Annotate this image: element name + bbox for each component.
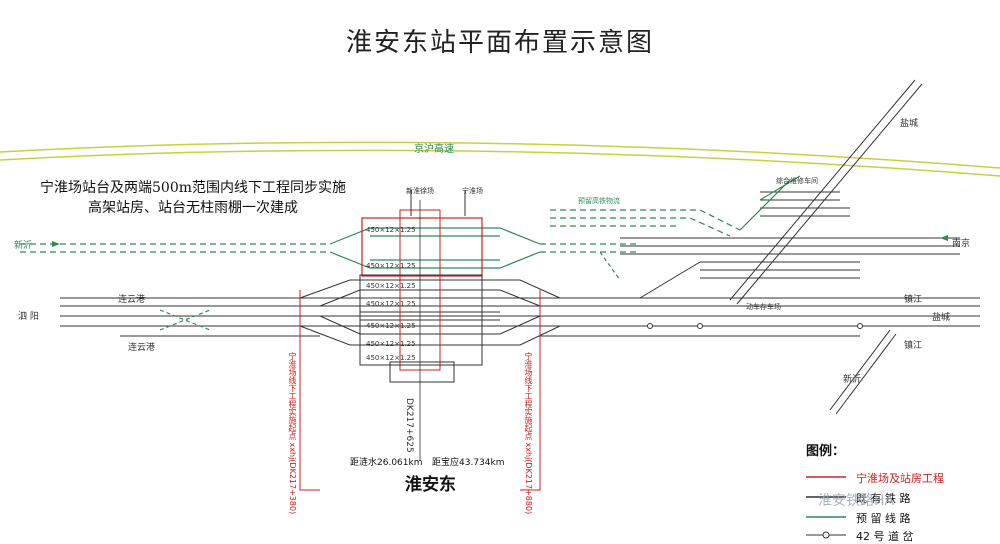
platform-label: 450×12×1.25 bbox=[366, 282, 416, 290]
left-boundary-label: 宁淮场线下工程实施起点 xxhj(DK217+380) bbox=[288, 352, 297, 515]
right-boundary-label: 宁淮场线下工程实施起点 xxhj(DK217+880) bbox=[524, 352, 533, 515]
construction-boundaries bbox=[299, 290, 541, 491]
platform-label: 450×12×1.25 bbox=[366, 322, 416, 330]
legend-symbols bbox=[806, 476, 846, 539]
distance-left-label: 距涟水26.061km bbox=[350, 458, 423, 468]
yancheng-right-label: 盐城 bbox=[932, 313, 951, 323]
yancheng-diagonal-line bbox=[729, 79, 923, 305]
yancheng-top-label: 盐城 bbox=[900, 119, 919, 129]
legend-item: 42 号 道 岔 bbox=[856, 530, 914, 543]
xinyi-diagonal-label: 新沂 bbox=[843, 375, 862, 385]
yard-right-column-label: 宁淮场 bbox=[462, 187, 483, 195]
siyang-label: 泗 阳 bbox=[18, 312, 39, 322]
expressway-label: 京沪高速 bbox=[414, 144, 454, 155]
storage-yard-label: 动车存车场 bbox=[746, 303, 781, 311]
distance-right-label: 距宝应43.734km bbox=[432, 458, 505, 468]
platform-label: 450×12×1.25 bbox=[366, 300, 416, 308]
note-line-2: 高架站房、站台无柱雨棚一次建成 bbox=[88, 200, 298, 216]
platform-label: 450×12×1.25 bbox=[366, 354, 416, 362]
nanjing-label: 南京 bbox=[952, 239, 971, 249]
watermark: 淮安铁路HA bbox=[818, 493, 895, 509]
zhenjiang-bottom-label: 镇江 bbox=[904, 341, 923, 351]
maintenance-label: 综合维修车间 bbox=[776, 177, 818, 185]
legend-item: 宁淮场及站房工程 bbox=[856, 472, 944, 485]
platform-label: 450×12×1.25 bbox=[366, 340, 416, 348]
platform-label: 450×12×1.25 bbox=[366, 226, 416, 234]
platform-label: 450×12×1.25 bbox=[366, 262, 416, 270]
legend-item: 既 有 铁 路 bbox=[856, 492, 911, 505]
construction-note: 宁淮场站台及两端500m范围内线下工程同步实施 高架站房、站台无柱雨棚一次建成 bbox=[40, 178, 346, 218]
existing-tracks bbox=[60, 191, 980, 415]
legend-item: 预 留 线 路 bbox=[856, 512, 911, 525]
expressway bbox=[0, 141, 1000, 177]
xinyi-label: 新沂 bbox=[14, 241, 33, 251]
turnout-symbols bbox=[647, 323, 863, 329]
page-title: 淮安东站平面布置示意图 bbox=[345, 28, 654, 58]
logistics-label: 预留高铁物流 bbox=[578, 197, 620, 205]
direction-arrows bbox=[52, 235, 948, 247]
station-name: 淮安东 bbox=[405, 475, 456, 495]
yard-left-column-label: 新淮徐场 bbox=[406, 187, 434, 195]
zhenjiang-top-label: 镇江 bbox=[904, 295, 923, 305]
lianyungang-top-label: 连云港 bbox=[118, 295, 146, 305]
station-mileage-label: DK217+625 bbox=[404, 398, 414, 453]
reserved-lines bbox=[20, 175, 801, 331]
lianyungang-bottom-label: 连云港 bbox=[128, 343, 156, 353]
note-line-1: 宁淮场站台及两端500m范围内线下工程同步实施 bbox=[40, 180, 346, 196]
legend-title: 图例： bbox=[806, 444, 846, 459]
